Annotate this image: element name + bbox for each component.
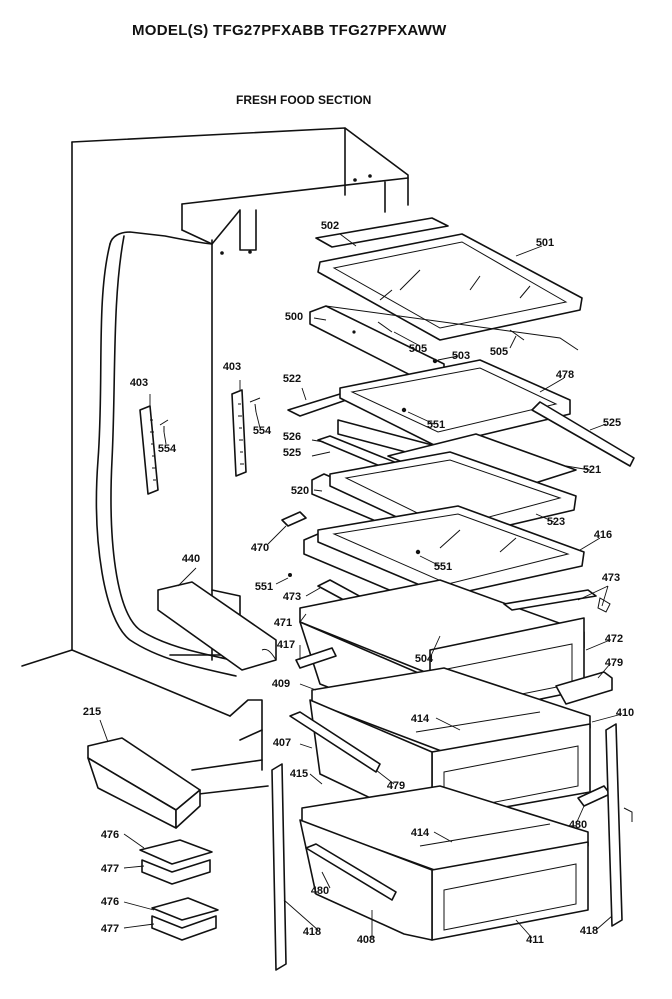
part-label-p411: 411	[526, 934, 544, 946]
part-label-p477a: 477	[101, 863, 119, 875]
part-label-p526: 526	[283, 431, 301, 443]
part-labels: 502 501 500 505 503 505 403 403 522 478 554 554 551 5…	[83, 220, 634, 946]
part-label-p501: 501	[536, 237, 554, 249]
shelf-ladder-right	[231, 389, 261, 477]
part-label-p418a: 418	[303, 926, 321, 938]
part-label-p505a: 505	[409, 343, 427, 355]
part-label-p409: 409	[272, 678, 290, 690]
part-label-p500: 500	[285, 311, 303, 323]
part-label-p554b: 554	[253, 425, 272, 437]
part-label-p477b: 477	[101, 923, 119, 935]
part-label-p470: 470	[251, 542, 269, 554]
part-label-p479a: 479	[605, 657, 623, 669]
part-label-p403b: 403	[223, 361, 241, 373]
part-label-p522: 522	[283, 373, 301, 385]
part-label-p471: 471	[274, 617, 292, 629]
part-label-p523: 523	[547, 516, 565, 528]
part-label-p476b: 476	[101, 896, 119, 908]
part-label-p478: 478	[556, 369, 574, 381]
cabinet-liner	[21, 127, 409, 796]
part-label-p403a: 403	[130, 377, 148, 389]
part-label-p480b: 480	[311, 885, 329, 897]
section-title: FRESH FOOD SECTION	[236, 93, 372, 107]
part-label-p504: 504	[415, 653, 434, 665]
door-bin-small-lower	[151, 897, 219, 941]
part-label-p503: 503	[452, 350, 470, 362]
part-label-p476a: 476	[101, 829, 119, 841]
part-label-p551b: 551	[434, 561, 452, 573]
part-label-p414a: 414	[411, 713, 430, 725]
part-label-p472: 472	[605, 633, 623, 645]
model-title: MODEL(S) TFG27PFXABB TFG27PFXAWW	[132, 22, 447, 39]
middle-drawer	[289, 667, 591, 821]
part-label-p505b: 505	[490, 346, 508, 358]
part-label-p416: 416	[594, 529, 612, 541]
top-glass-shelf	[315, 217, 583, 341]
part-label-p408: 408	[357, 934, 375, 946]
part-label-p418b: 418	[580, 925, 598, 937]
part-label-p215: 215	[83, 706, 101, 718]
leader-lines	[99, 233, 623, 939]
part-label-p521: 521	[583, 464, 601, 476]
part-label-p414b: 414	[411, 827, 430, 839]
part-label-p415: 415	[290, 768, 308, 780]
part-label-p473a: 473	[602, 572, 620, 584]
part-label-p479b: 479	[387, 780, 405, 792]
part-label-p525b: 525	[283, 447, 301, 459]
part-label-p520: 520	[291, 485, 309, 497]
door-gasket	[95, 231, 241, 677]
part-label-p410: 410	[616, 707, 634, 719]
lower-drawer	[299, 785, 611, 941]
cover-440	[157, 581, 277, 671]
part-label-p473b: 473	[283, 591, 301, 603]
part-label-p440: 440	[182, 553, 200, 565]
door-bin-small-upper	[139, 839, 213, 885]
part-label-p551c: 551	[255, 581, 273, 593]
side-rail-left	[271, 763, 287, 971]
part-label-p502: 502	[321, 220, 339, 232]
part-label-p417: 417	[277, 639, 295, 651]
part-label-p554a: 554	[158, 443, 177, 455]
door-bin-215	[87, 737, 201, 829]
part-label-p551a: 551	[427, 419, 445, 431]
shelf-ladder-left	[139, 405, 169, 495]
part-label-p525a: 525	[603, 417, 621, 429]
part-label-p407: 407	[273, 737, 291, 749]
side-rail-right	[605, 723, 633, 927]
part-label-p480a: 480	[569, 819, 587, 831]
